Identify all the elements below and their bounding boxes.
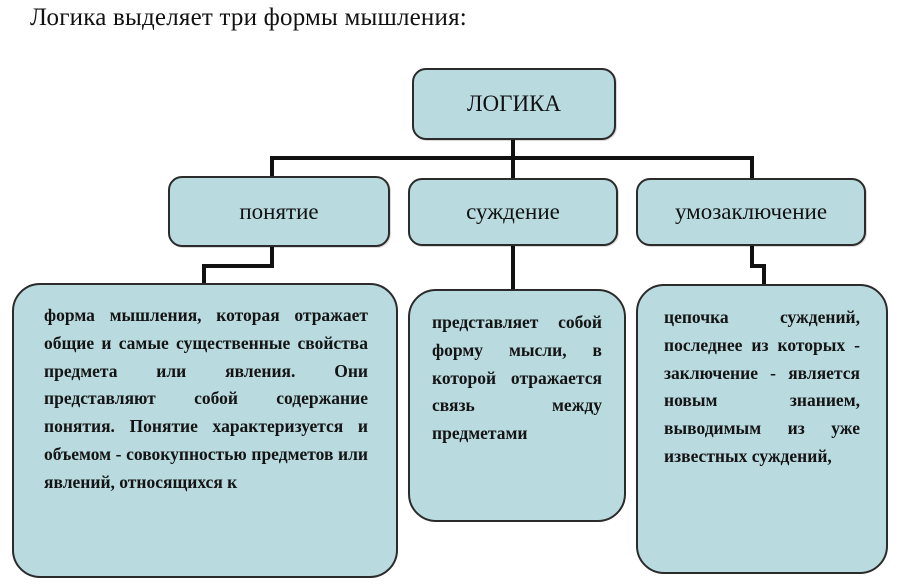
form-node-judgment: суждение: [408, 178, 618, 246]
form-label-concept: понятие: [239, 198, 319, 224]
description-text-inference: цепочка суждений, последнее из которых -…: [664, 307, 860, 466]
form-node-concept: понятие: [168, 176, 390, 247]
connector-inference-desc: [750, 246, 766, 284]
description-box-concept: форма мышления, которая отражает общие и…: [12, 283, 398, 578]
root-node-logic: ЛОГИКА: [412, 68, 616, 140]
root-label: ЛОГИКА: [466, 91, 562, 116]
form-node-inference: умозаключение: [636, 178, 866, 246]
description-text-concept: форма мышления, которая отражает общие и…: [44, 305, 368, 492]
diagram-heading: Логика выделяет три формы мышления:: [30, 4, 467, 31]
form-label-inference: умозаключение: [674, 199, 828, 224]
description-box-inference: цепочка суждений, последнее из которых -…: [636, 284, 888, 574]
connector-concept-desc: [202, 247, 274, 283]
description-text-judgment: представляет собой форму мысли, в которо…: [432, 312, 602, 444]
description-box-judgment: представляет собой форму мысли, в которо…: [408, 289, 626, 522]
form-label-judgment: суждение: [466, 199, 560, 224]
